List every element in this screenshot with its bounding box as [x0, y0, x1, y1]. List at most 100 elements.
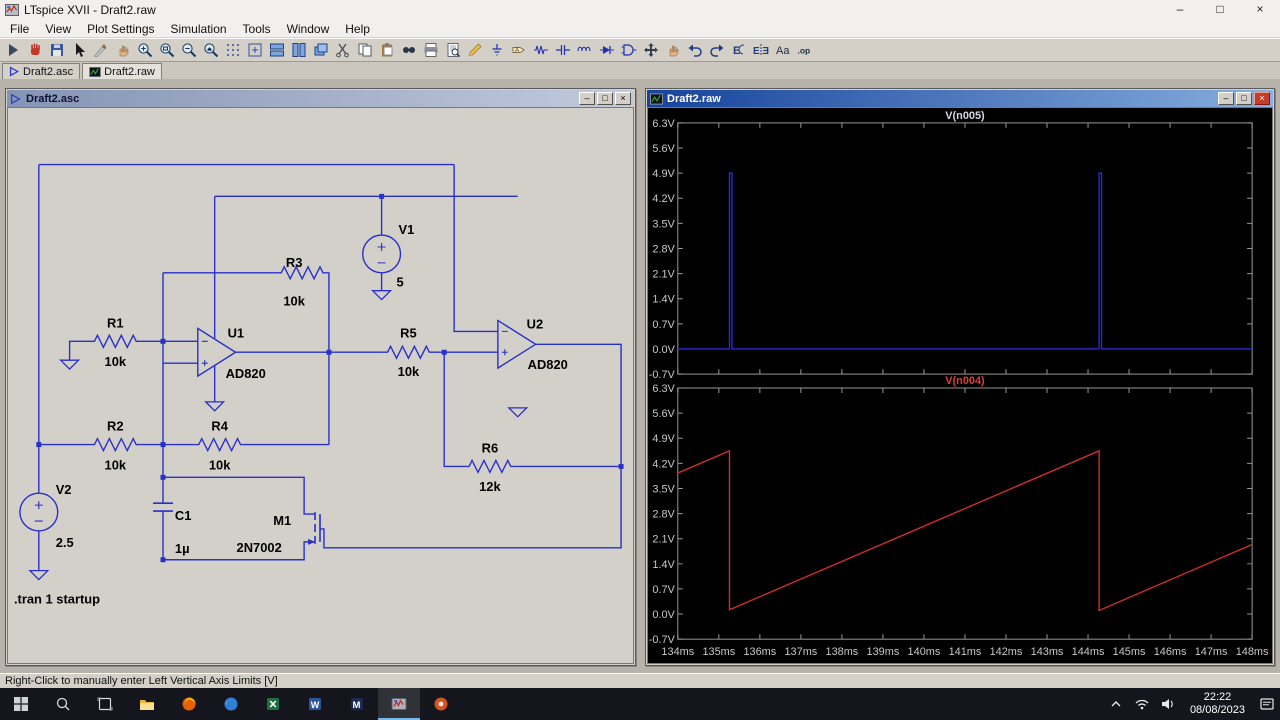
voltage-source-V1[interactable] — [362, 234, 402, 274]
value-R2[interactable]: 10k — [105, 457, 127, 472]
waveform-restore-button[interactable]: □ — [1236, 92, 1252, 105]
menu-tools[interactable]: Tools — [242, 21, 271, 36]
schematic-window-titlebar[interactable]: Draft2.asc – □ × — [7, 90, 634, 107]
halt-icon[interactable] — [24, 40, 45, 60]
value-V1[interactable]: 5 — [397, 275, 404, 290]
find-icon[interactable] — [398, 40, 419, 60]
label-M1[interactable]: M1 — [273, 513, 291, 528]
cascade-icon[interactable] — [310, 40, 331, 60]
resistor-R2[interactable] — [90, 437, 141, 453]
pan-icon[interactable] — [112, 40, 133, 60]
cursor-icon[interactable] — [68, 40, 89, 60]
label-V2[interactable]: V2 — [56, 482, 72, 497]
snap-icon[interactable] — [244, 40, 265, 60]
run-icon[interactable] — [2, 40, 23, 60]
waveform-window-titlebar[interactable]: Draft2.raw – □ × — [647, 90, 1273, 107]
diode-icon[interactable] — [596, 40, 617, 60]
value-R1[interactable]: 10k — [105, 354, 127, 369]
drag-icon[interactable] — [662, 40, 683, 60]
ground-icon[interactable] — [486, 40, 507, 60]
tab-draft2-asc[interactable]: Draft2.asc — [2, 63, 81, 79]
word-icon[interactable]: W — [294, 688, 336, 720]
label-R6[interactable]: R6 — [482, 441, 499, 456]
menu-simulation[interactable]: Simulation — [170, 21, 227, 36]
schematic-close-button[interactable]: × — [615, 92, 631, 105]
firefox-icon[interactable] — [168, 688, 210, 720]
file-explorer-icon[interactable] — [126, 688, 168, 720]
maximize-button[interactable]: □ — [1216, 2, 1224, 16]
tab-draft2-raw[interactable]: Draft2.raw — [82, 63, 162, 79]
schematic-maximize-button[interactable]: □ — [597, 92, 613, 105]
menu-window[interactable]: Window — [286, 21, 330, 36]
grid-icon[interactable] — [222, 40, 243, 60]
tile-vertical-icon[interactable] — [288, 40, 309, 60]
paste-icon[interactable] — [376, 40, 397, 60]
knife-icon[interactable] — [90, 40, 111, 60]
print-preview-icon[interactable] — [442, 40, 463, 60]
value-R3[interactable]: 10k — [283, 294, 305, 309]
opamp-U1[interactable] — [197, 327, 237, 378]
label-V1[interactable]: V1 — [399, 222, 415, 237]
value-R6[interactable]: 12k — [479, 479, 501, 494]
schematic-minimize-button[interactable]: – — [579, 92, 595, 105]
voltage-source-V2[interactable] — [19, 492, 59, 532]
waveform-minimize-button[interactable]: – — [1218, 92, 1234, 105]
label-R2[interactable]: R2 — [107, 419, 124, 434]
redo-icon[interactable] — [706, 40, 727, 60]
label-R4[interactable]: R4 — [211, 419, 228, 434]
value-U1[interactable]: AD820 — [226, 366, 266, 381]
capacitor-C1[interactable] — [153, 502, 173, 512]
resistor-R1[interactable] — [90, 333, 141, 349]
inductor-icon[interactable] — [574, 40, 595, 60]
tray-chevron-icon[interactable] — [1105, 688, 1127, 720]
action-center-icon[interactable] — [1256, 688, 1278, 720]
search-button[interactable] — [42, 688, 84, 720]
waveform-close-button[interactable]: × — [1254, 92, 1270, 105]
orange-app-icon[interactable] — [420, 688, 462, 720]
zoom-box-icon[interactable] — [156, 40, 177, 60]
save-icon[interactable] — [46, 40, 67, 60]
start-button[interactable] — [0, 688, 42, 720]
excel-icon[interactable] — [252, 688, 294, 720]
zoom-out-icon[interactable] — [178, 40, 199, 60]
spice-directive-text[interactable]: .tran 1 startup — [14, 591, 100, 606]
opamp-U2[interactable] — [497, 319, 537, 370]
edge-icon[interactable] — [210, 688, 252, 720]
resistor-R5[interactable] — [383, 344, 434, 360]
capacitor-icon[interactable] — [552, 40, 573, 60]
label-icon[interactable]: A — [508, 40, 529, 60]
label-U1[interactable]: U1 — [228, 325, 245, 340]
label-U2[interactable]: U2 — [527, 316, 544, 331]
text-icon[interactable]: Aa — [772, 40, 793, 60]
m-app-icon[interactable]: M — [336, 688, 378, 720]
resistor-icon[interactable] — [530, 40, 551, 60]
schematic-wires[interactable] — [38, 163, 622, 571]
label-R5[interactable]: R5 — [400, 325, 417, 340]
move-icon[interactable] — [640, 40, 661, 60]
taskbar-clock[interactable]: 22:22 08/08/2023 — [1183, 691, 1252, 717]
value-R4[interactable]: 10k — [209, 457, 231, 472]
menu-help[interactable]: Help — [345, 21, 370, 36]
volume-icon[interactable] — [1157, 688, 1179, 720]
schematic-canvas[interactable]: R1 10k R2 10k R3 10k R4 10k R5 10k R6 12… — [8, 108, 633, 663]
value-C1[interactable]: 1µ — [175, 541, 190, 556]
print-icon[interactable] — [420, 40, 441, 60]
ltspice-icon[interactable] — [378, 688, 420, 720]
copy-icon[interactable] — [354, 40, 375, 60]
undo-icon[interactable] — [684, 40, 705, 60]
menu-file[interactable]: File — [10, 21, 30, 36]
close-button[interactable]: × — [1256, 2, 1264, 16]
menu-plot-settings[interactable]: Plot Settings — [87, 21, 155, 36]
tile-horizontal-icon[interactable] — [266, 40, 287, 60]
waveform-plot[interactable]: V(n005)6.3V5.6V4.9V4.2V3.5V2.8V2.1V1.4V0… — [648, 108, 1272, 663]
value-U2[interactable]: AD820 — [528, 357, 568, 372]
minimize-button[interactable]: – — [1176, 2, 1184, 16]
label-C1[interactable]: C1 — [175, 508, 192, 523]
menu-view[interactable]: View — [45, 21, 72, 36]
component-icon[interactable] — [618, 40, 639, 60]
value-R5[interactable]: 10k — [398, 364, 420, 379]
network-icon[interactable] — [1131, 688, 1153, 720]
zoom-full-icon[interactable] — [200, 40, 221, 60]
task-view-button[interactable] — [84, 688, 126, 720]
value-V2[interactable]: 2.5 — [56, 535, 74, 550]
